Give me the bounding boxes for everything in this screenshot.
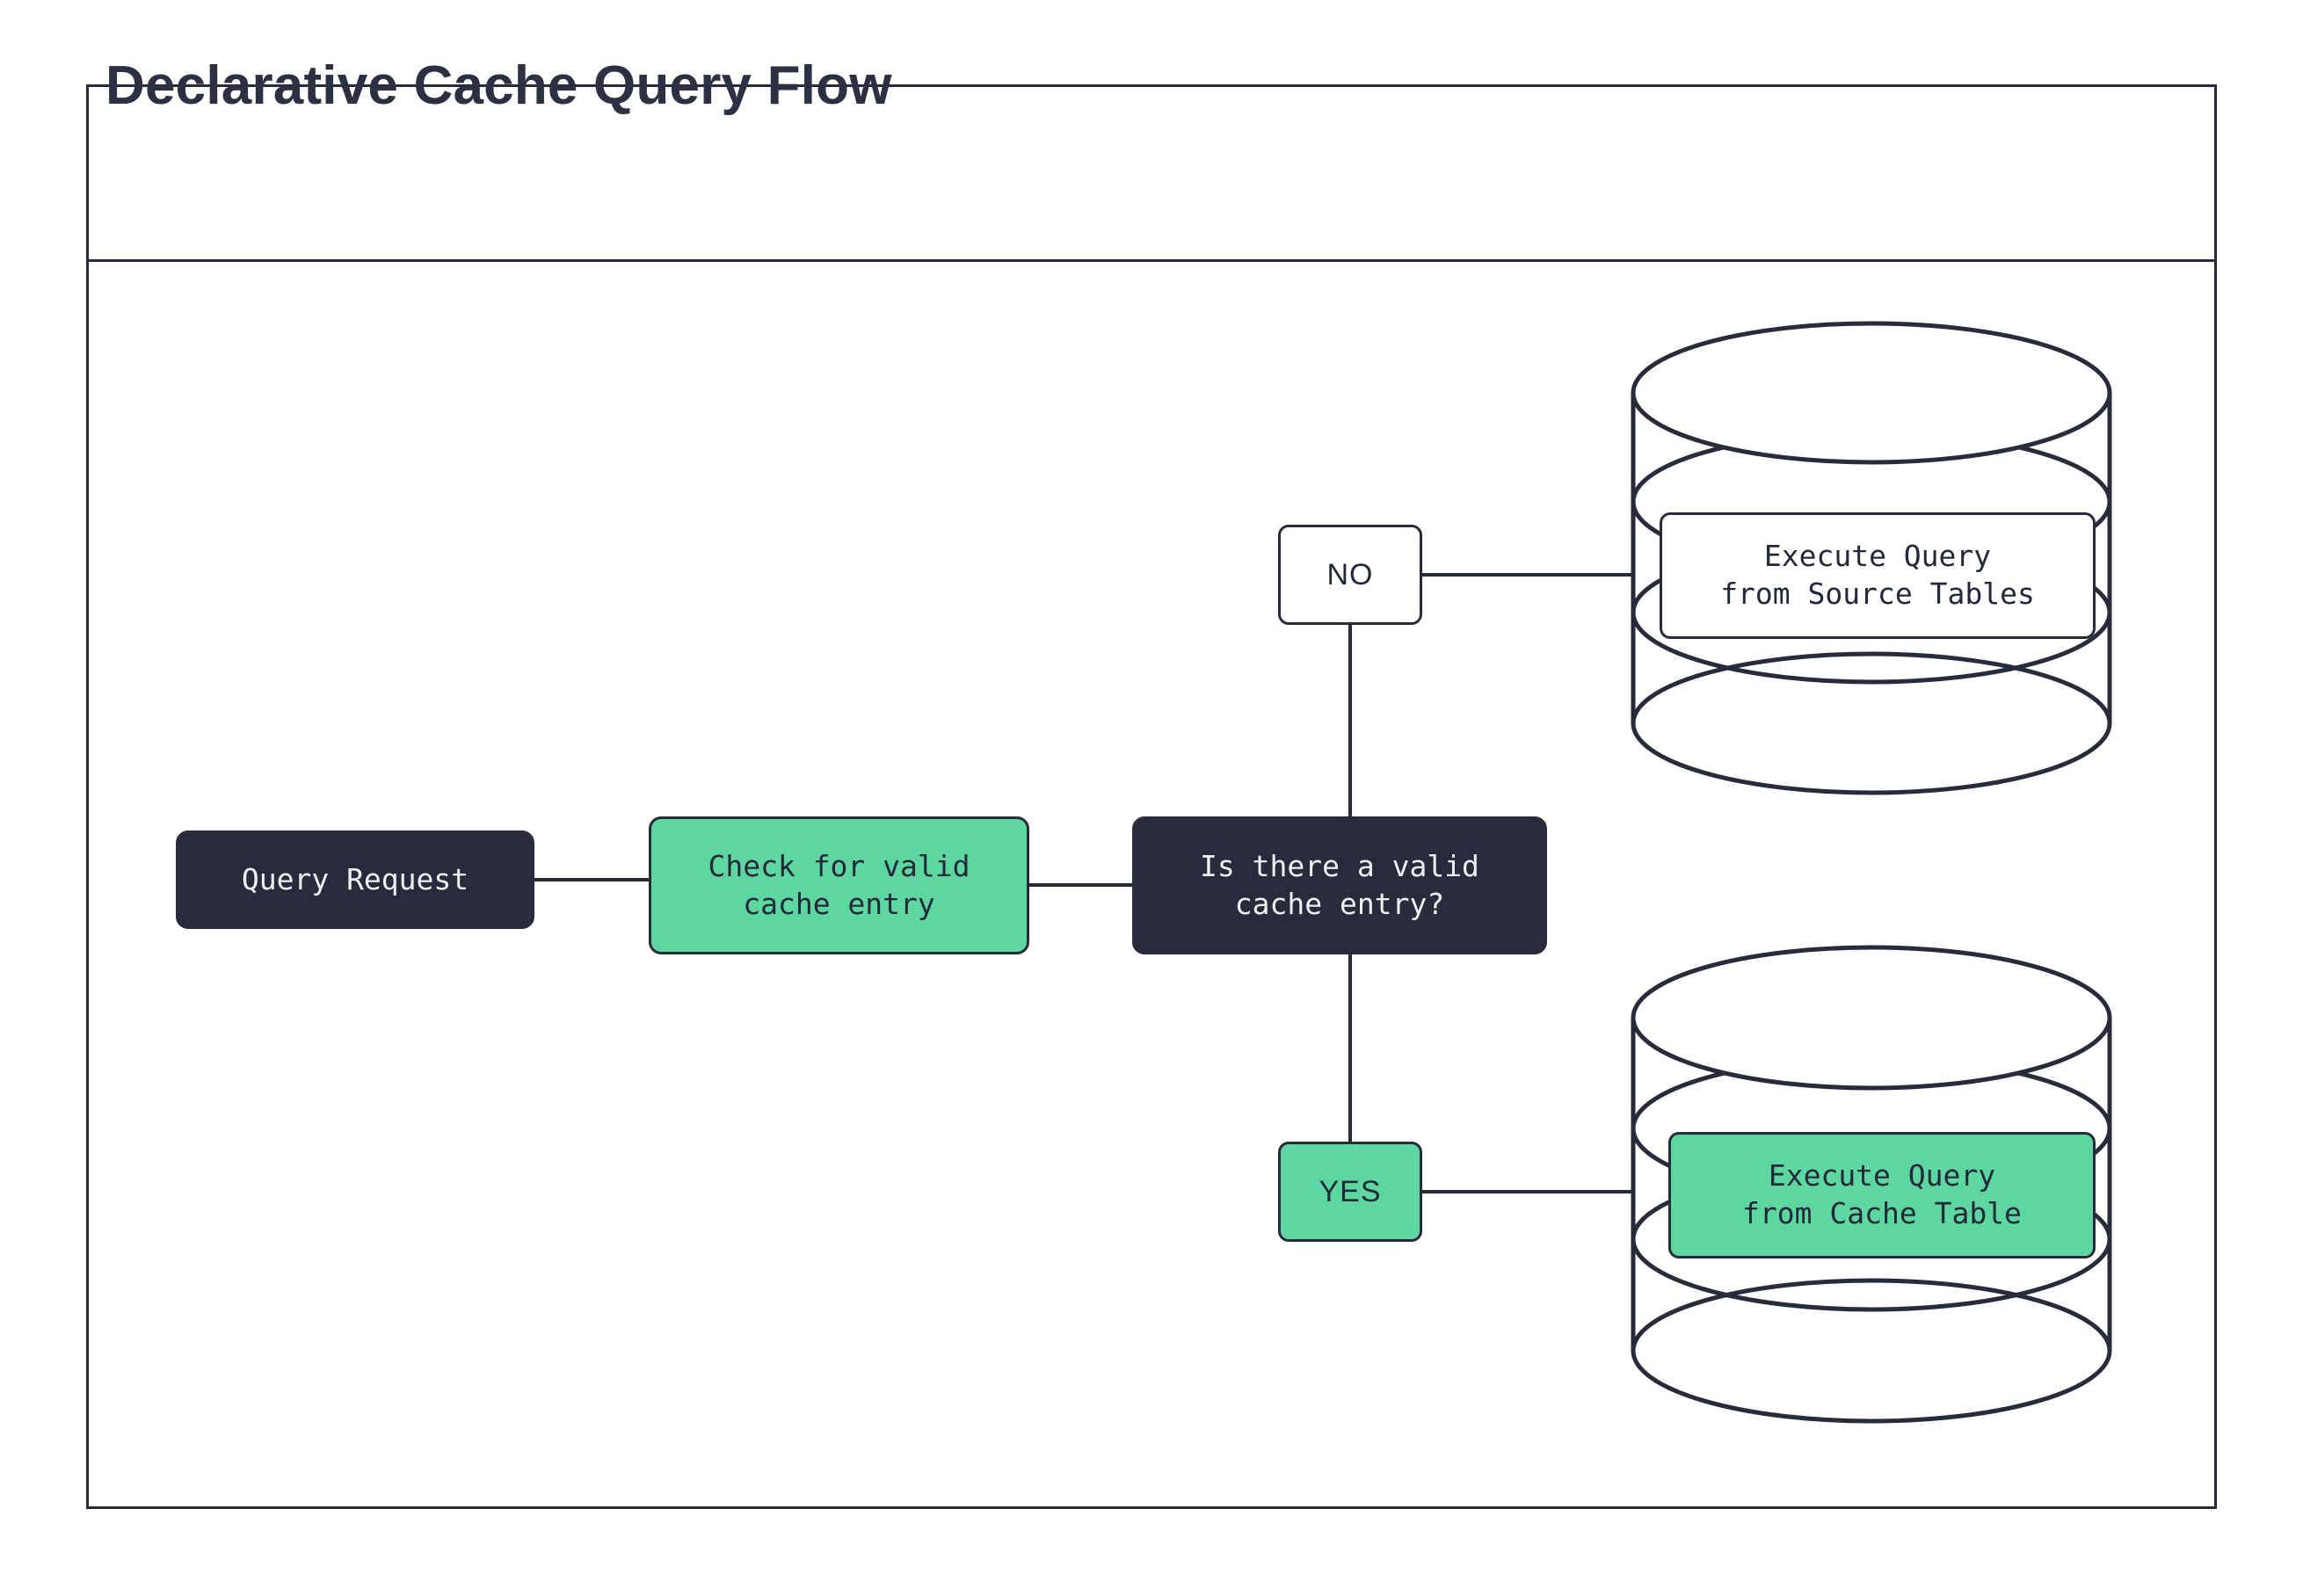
connector-check-to-decision <box>1027 883 1135 887</box>
connector-yes-to-cache-db <box>1420 1190 1633 1193</box>
connector-decision-to-yes <box>1348 953 1352 1143</box>
database-cylinder-source-icon <box>1631 321 2112 795</box>
branch-label-no[interactable]: NO <box>1278 525 1422 625</box>
database-cylinder-cache-svg <box>1631 945 2112 1424</box>
node-execute-query-from-source-tables[interactable]: Execute Query from Source Tables <box>1660 512 2096 639</box>
node-query-request[interactable]: Query Request <box>176 831 534 929</box>
database-cylinder-cache-icon <box>1631 945 2112 1424</box>
node-decision-valid-cache-entry[interactable]: Is there a valid cache entry? <box>1132 816 1547 954</box>
title-bar <box>86 84 2217 262</box>
connector-decision-to-no <box>1348 623 1352 818</box>
branch-label-yes[interactable]: YES <box>1278 1142 1422 1242</box>
node-execute-query-from-cache-table[interactable]: Execute Query from Cache Table <box>1668 1132 2096 1259</box>
node-check-for-valid-cache-entry[interactable]: Check for valid cache entry <box>649 816 1029 954</box>
page-title: Declarative Cache Query Flow <box>105 55 892 116</box>
database-cylinder-source-svg <box>1631 321 2112 795</box>
connector-no-to-source-db <box>1420 573 1633 577</box>
connector-request-to-check <box>532 878 651 881</box>
